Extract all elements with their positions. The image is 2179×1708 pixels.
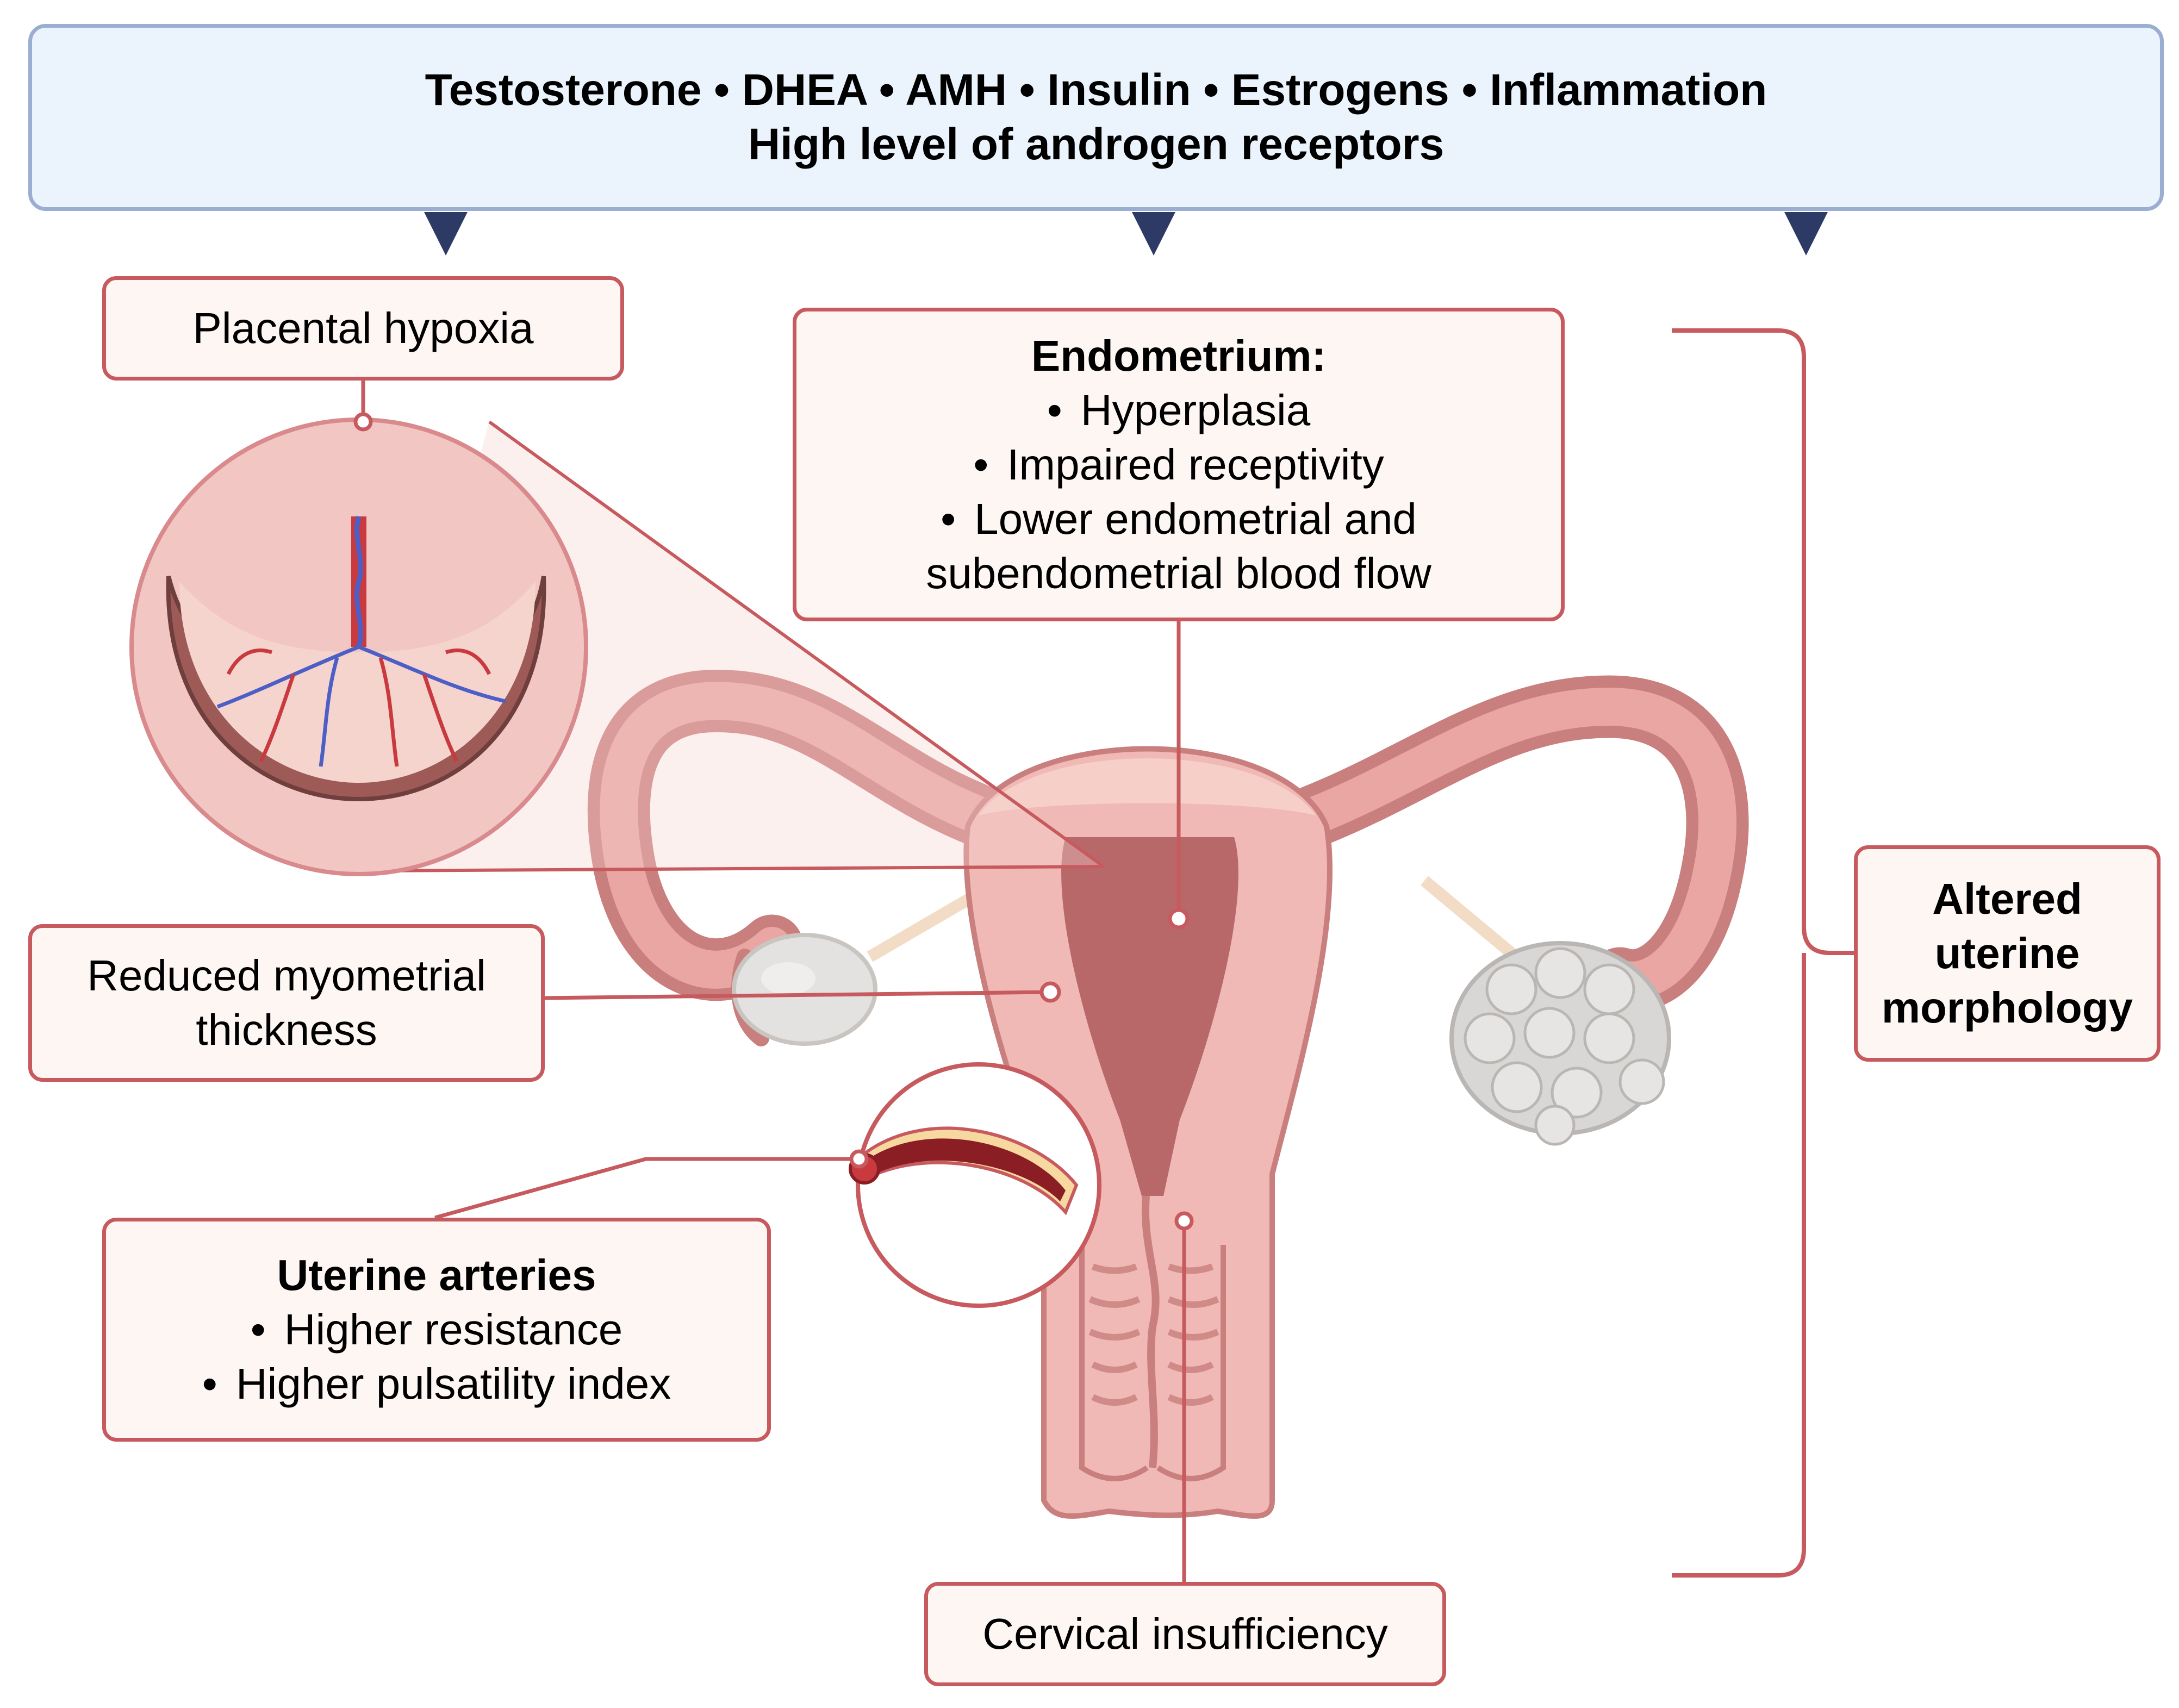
endometrium-title: Endometrium: [1031,331,1327,380]
placenta-detail-icon [129,417,588,876]
myometrial-line-2: thickness [196,1006,377,1054]
down-arrow-right [1784,212,1828,255]
left-ovary-icon [732,933,877,1046]
endometrium-item-1: •Hyperplasia [1047,383,1310,438]
morphology-line-1: Altered [1932,875,2082,923]
uterine-arteries-item-2: •Higher pulsatility index [202,1357,671,1411]
connector-dots [353,412,1194,1231]
altered-morphology-box: Altered uterine morphology [1854,845,2161,1062]
cervical-insufficiency-box: Cervical insufficiency [924,1582,1446,1686]
connector-myometrial [543,990,1051,1000]
right-ovarian-ligament [1420,876,1527,967]
endometrium-item-2: •Impaired receptivity [973,438,1384,492]
placental-hypoxia-label: Placental hypoxia [192,304,534,352]
uterus-icon [963,746,1333,1519]
right-ovary-icon [1449,941,1671,1146]
placental-hypoxia-box: Placental hypoxia [102,276,624,381]
morphology-bracket [1672,328,1854,1578]
factors-line-1: Testosterone • DHEA • AMH • Insulin • Es… [425,65,1767,115]
bullet-icon: • [1047,385,1062,434]
uterine-arteries-box: Uterine arteries •Higher resistance •Hig… [102,1218,771,1442]
endometrium-item-3-continuation: subendometrial blood flow [926,548,1431,597]
connector-arteries [434,1157,859,1220]
artery-detail-icon [849,1062,1101,1308]
bullet-icon: • [250,1305,266,1354]
right-fallopian-tube-icon [1284,675,1749,1012]
bullet-icon: • [941,494,956,543]
cervical-insufficiency-label: Cervical insufficiency [982,1610,1388,1658]
myometrial-line-1: Reduced myometrial [87,951,486,1000]
morphology-line-2: uterine [1934,929,2080,977]
factors-banner: Testosterone • DHEA • AMH • Insulin • Es… [28,24,2164,211]
uterine-arteries-item-1: •Higher resistance [251,1302,623,1357]
down-arrow-left [424,212,468,255]
placenta-zoom-line-top [488,420,1105,868]
bullet-icon: • [202,1360,217,1408]
endometrium-box: Endometrium: •Hyperplasia •Impaired rece… [793,308,1565,621]
uterine-arteries-title: Uterine arteries [277,1251,596,1299]
connector-lines [361,381,1186,1582]
endometrium-item-3: •Lower endometrial and [941,492,1417,546]
factors-line-2: High level of androgen receptors [748,120,1445,169]
morphology-line-3: morphology [1881,983,2133,1032]
bullet-icon: • [973,440,989,489]
down-arrow-center [1132,212,1175,255]
placenta-zoom-line-bottom [363,865,1104,872]
myometrial-box: Reduced myometrial thickness [28,924,545,1082]
